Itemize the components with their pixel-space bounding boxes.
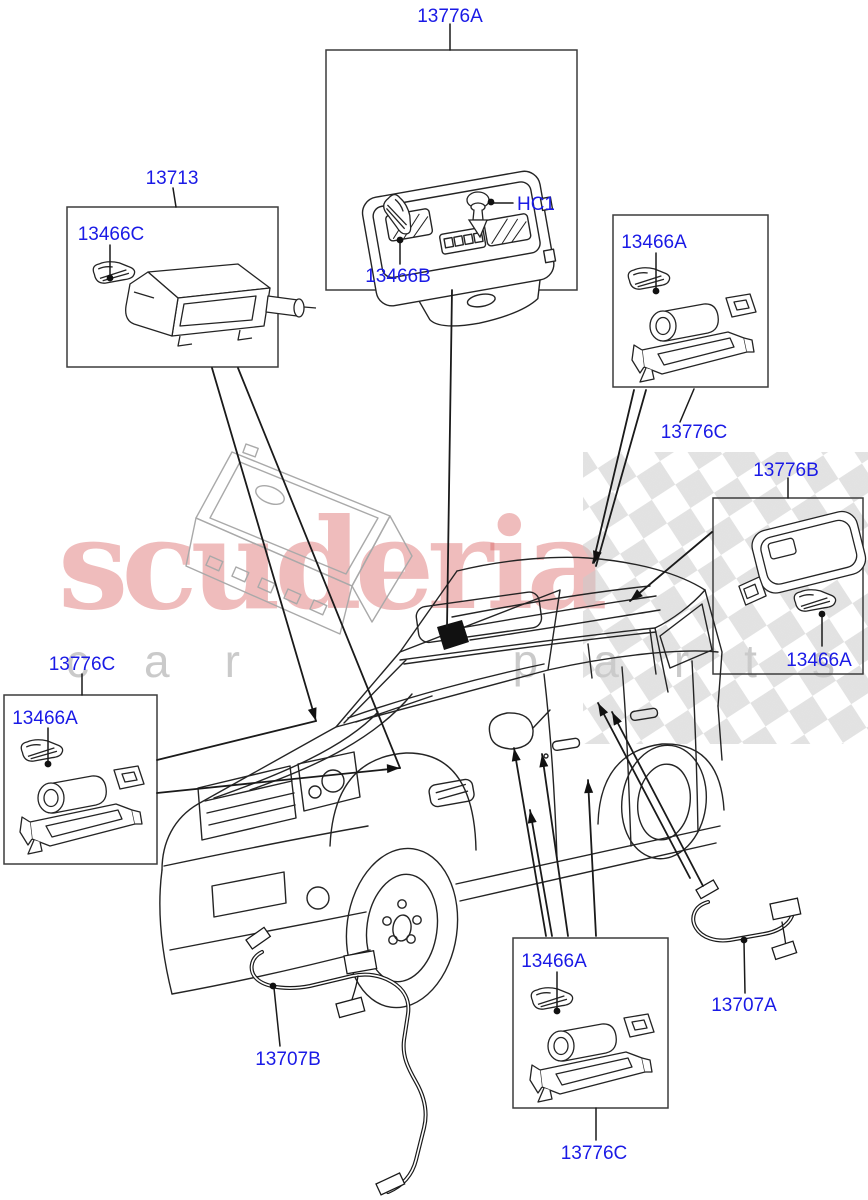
map-lamp-part (125, 263, 317, 347)
part-callout-13707B[interactable]: 13707B (255, 1049, 321, 1070)
plate-lamp-bottom-part (529, 1013, 655, 1103)
part-callout-13776B[interactable]: 13776B (753, 460, 819, 481)
harness-13707A (691, 879, 802, 961)
part-callout-13776C-top[interactable]: 13776C (660, 422, 728, 443)
part-callout-13466A-dome[interactable]: 13466A (786, 650, 852, 671)
box-plate-lamp-bottom (512, 937, 669, 1109)
overhead-console-part (361, 170, 557, 327)
part-boxes (3, 49, 864, 1109)
dome-lamp-part (738, 510, 867, 606)
box-map-lamp (66, 206, 279, 368)
part-callout-13707A[interactable]: 13707A (711, 995, 777, 1016)
part-callout-13776C-bottom[interactable]: 13776C (560, 1143, 628, 1164)
part-callout-13466B[interactable]: 13466B (365, 266, 431, 287)
vehicle-illustration (159, 556, 725, 1009)
bulb-13466A-top (625, 264, 672, 294)
leader-markers (44, 198, 826, 1015)
bulb-13466A-left (18, 736, 65, 766)
part-callout-13776A[interactable]: 13776A (417, 6, 483, 27)
box-plate-lamp-left (3, 694, 158, 865)
box-plate-lamp-top (612, 214, 769, 388)
part-callout-13466A-left[interactable]: 13466A (12, 708, 78, 729)
part-callout-13466A-top[interactable]: 13466A (621, 232, 687, 253)
part-callout-13713[interactable]: 13713 (145, 168, 199, 189)
console-housing-ghost (185, 443, 413, 635)
part-callout-13466A-bottom[interactable]: 13466A (521, 951, 587, 972)
bulb-13466A-bottom (528, 984, 575, 1014)
part-callout-13776C-left[interactable]: 13776C (48, 654, 116, 675)
roof-location-patch (437, 620, 469, 650)
part-callout-HC1[interactable]: HC1 (516, 194, 556, 215)
bulb-13466C (90, 258, 137, 288)
part-callout-13466C[interactable]: 13466C (77, 224, 145, 245)
plate-lamp-top-part (631, 293, 757, 383)
leader-lines (47, 23, 823, 1141)
bulb-13466A-dome (791, 586, 838, 616)
hc1-clip-part (466, 191, 490, 239)
plate-lamp-left-part (19, 765, 145, 855)
harness-13707B (245, 926, 428, 1196)
